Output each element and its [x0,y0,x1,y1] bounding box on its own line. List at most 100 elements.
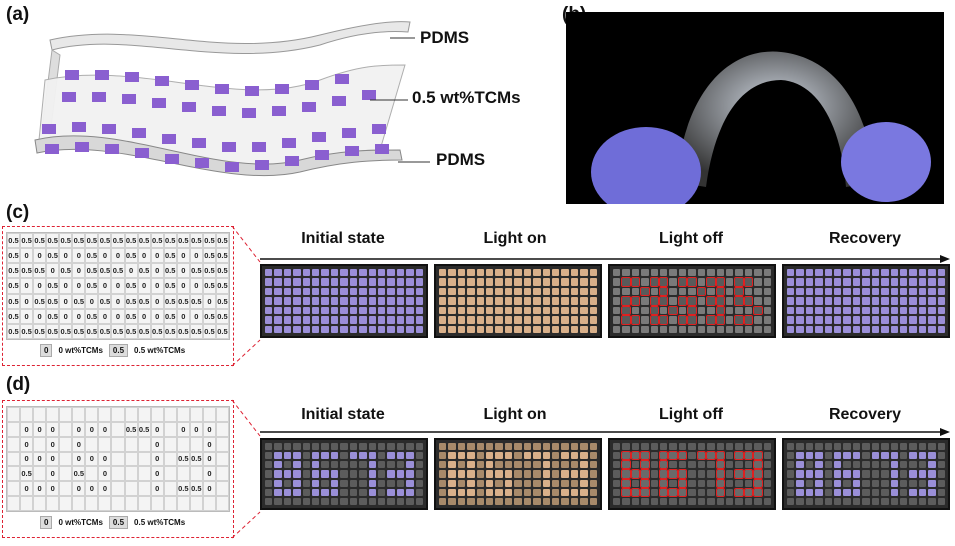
grid-c-cell: 0 [189,278,203,294]
photo-tile [815,269,823,277]
grid-c-cell: 0.5 [189,293,203,309]
grid-d-cell [215,496,229,511]
grid-c-cell: 0 [176,278,190,294]
grid-d-cell: 0 [33,481,47,497]
grid-d-cell [176,466,190,482]
photo-tile [570,316,579,324]
photo-tile [514,488,522,496]
grid-d-cell [111,451,125,467]
photo-tile [725,306,734,315]
photo-tile [715,277,725,287]
photo-tile [743,296,754,306]
photo-tile [486,316,494,324]
photo-tile [359,306,367,315]
grid-c-cell: 0.5 [202,263,216,279]
photo-tile [274,470,282,478]
grid-d-cell [20,407,34,422]
photo-tile [321,269,329,277]
photo-tile [937,287,945,296]
grid-c-cell: 0 [176,308,190,324]
photo-tile [486,269,494,277]
photo-tile [613,269,621,277]
photo-tile [787,269,795,277]
photo-tile [340,461,348,469]
grid-d-cell [59,407,73,422]
photo-tile [631,497,640,505]
grid-c-cell: 0.5 [176,233,190,249]
photo-tile [533,461,541,469]
photo-tile [787,488,795,496]
photo-tile [486,287,494,296]
photo-tile [843,452,851,460]
photo-tile [368,497,376,505]
photo-tile [669,497,677,505]
grid-d-cell [33,407,47,422]
photo-tile [570,269,579,277]
photo-tile [495,278,503,286]
photo-tile [551,479,560,487]
photo-tile [551,297,560,305]
photo-tile [918,452,927,460]
photo-tile [754,497,762,505]
photo-tile [796,461,804,469]
photo-tile [937,269,945,277]
photo-tile [677,451,688,461]
photo-tile [834,452,842,460]
photo-tile [561,497,569,505]
photo-tile [457,316,466,324]
photo-tile [312,497,320,505]
photo-tile [805,287,814,296]
photo-tile [321,470,329,478]
photo-tile [824,470,833,478]
photo-tile [763,278,771,286]
photo-tile [697,461,706,469]
photo-tile [312,443,320,451]
photo-tile [448,297,456,305]
grid-d-cell [46,496,60,511]
photo-tile [523,452,532,460]
grid-d-cell: 0 [202,481,216,497]
legend-half-text: 0.5 wt%TCMs [134,346,186,355]
grid-c-cell: 0.5 [124,323,138,339]
photo-tile [899,325,908,333]
grid-c-cell: 0.5 [98,233,112,249]
photo-tile [716,325,724,333]
photo-tile [697,306,706,315]
legend-zero-text: 0 wt%TCMs [58,346,103,355]
photo-tile [688,452,696,460]
photo-tile [787,452,795,460]
label-top-pdms: PDMS [420,28,470,47]
photo-tile [787,497,795,505]
photo-tile [834,497,842,505]
photo-tile [387,297,395,305]
photo-tile [621,315,631,325]
photo-tile [514,443,522,451]
photo-tile [495,316,503,324]
photo-tile [439,497,447,505]
photo-tile [486,278,494,286]
photo-tile [293,278,301,286]
grid-c-cell: 0 [111,293,125,309]
photo-tile [551,325,560,333]
photo-tile [283,306,292,315]
photo-tile [862,479,870,487]
photo-tile [630,451,641,461]
photo-tile [589,497,597,505]
photo-tile [640,451,650,461]
photo-tile [649,315,660,325]
grid-c-cell: 0.5 [137,293,151,309]
photo-tile [918,325,927,333]
photo-tile [589,306,597,315]
grid-c-cell: 0.5 [98,293,112,309]
photo-tile [312,316,320,324]
photo-tile [396,306,405,315]
photo-tile [918,306,927,315]
photo-tile [650,452,659,460]
photo-tile [621,460,631,470]
grid-c-cell: 0 [46,263,60,279]
photo-tile [504,443,513,451]
photo-tile [396,316,405,324]
photo-tile [658,460,669,470]
connector-lines [231,226,261,539]
legend-zero-box: 0 [40,344,53,357]
